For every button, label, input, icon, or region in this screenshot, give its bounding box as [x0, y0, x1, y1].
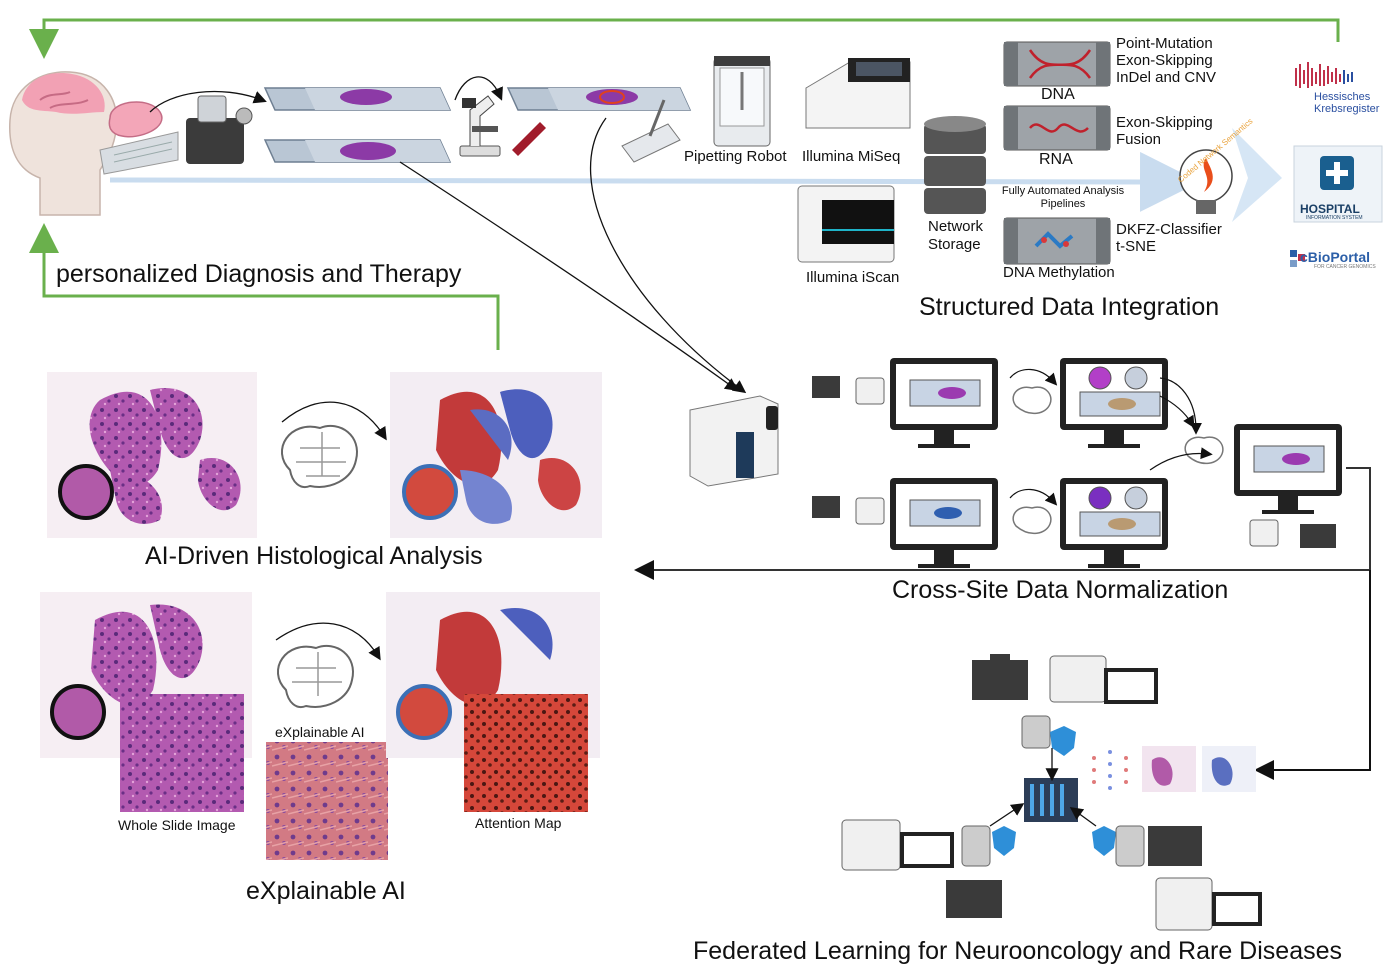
cbioportal-sublabel: FOR CANCER GENOMICS — [1314, 264, 1376, 270]
dna-result-indel-cnv: InDel and CNV — [1116, 69, 1217, 86]
hessisches-krebsregister-logo — [1295, 62, 1353, 88]
network-storage-icon — [924, 116, 986, 214]
title-personalized: personalized Diagnosis and Therapy — [56, 260, 462, 288]
dna-result-exon-skipping: Exon-Skipping — [1116, 52, 1213, 69]
pipetting-robot-icon — [713, 56, 771, 147]
patient-head-icon — [9, 71, 118, 216]
tissue-cassette-icon — [99, 101, 179, 175]
rna-label: RNA — [1039, 151, 1073, 168]
rna-result-fusion: Fusion — [1116, 131, 1162, 148]
hessisches-label-2: Krebsregister — [1314, 103, 1380, 115]
brain-ai-icon-2 — [276, 645, 354, 708]
attention-map-zoom — [464, 694, 588, 812]
slide-he-2 — [263, 139, 452, 163]
title-federated: Federated Learning for Neurooncology and… — [693, 937, 1342, 965]
title-structured: Structured Data Integration — [919, 293, 1220, 321]
illumina-miseq-label: Illumina MiSeq — [802, 148, 901, 165]
hospital-logo — [1293, 145, 1383, 223]
feedback-loop-arrow — [29, 18, 1340, 350]
hessisches-label-1: Hessisches — [1314, 91, 1371, 103]
pipelines-label-1: Fully Automated Analysis — [1001, 185, 1125, 197]
scalpel-tube-icon — [621, 99, 681, 163]
microtome-icon — [186, 95, 253, 164]
federated-network — [841, 654, 1262, 931]
illumina-miseq-icon — [805, 58, 911, 129]
wsi-he-1 — [47, 372, 257, 538]
slide-marked — [506, 87, 692, 111]
slide-he — [263, 87, 452, 111]
dna-label: DNA — [1041, 86, 1075, 103]
explainable-ai-small-label: eXplainable AI — [275, 724, 365, 740]
title-cross-site: Cross-Site Data Normalization — [892, 576, 1229, 604]
marker-pen-icon — [512, 122, 546, 156]
network-storage-label-2: Storage — [928, 236, 981, 253]
illumina-iscan-label: Illumina iScan — [806, 269, 900, 286]
whole-slide-image-label: Whole Slide Image — [118, 817, 236, 833]
title-histological: AI-Driven Histological Analysis — [145, 542, 483, 570]
cbioportal-label: cBioPortal — [1300, 249, 1371, 265]
brain-ai-icon-1 — [280, 425, 358, 488]
microscope-icon — [459, 95, 501, 157]
pipetting-robot-label: Pipetting Robot — [684, 148, 787, 165]
methylation-result-dkfz: DKFZ-Classifier — [1116, 221, 1222, 238]
network-storage-label-1: Network — [928, 218, 984, 235]
methylation-panel — [1003, 217, 1111, 265]
hospital-label: HOSPITAL — [1300, 202, 1360, 216]
hospital-sublabel: INFORMATION SYSTEM — [1306, 215, 1363, 221]
slide-scanner-icon — [689, 395, 779, 487]
rna-panel — [1003, 105, 1111, 151]
xai-overlay-zoom — [266, 742, 388, 860]
attention-map-label: Attention Map — [475, 815, 562, 831]
rna-result-exon-skipping: Exon-Skipping — [1116, 114, 1213, 131]
data-flow-arrow — [109, 128, 1282, 222]
title-explainable: eXplainable AI — [246, 877, 406, 905]
wsi-he-zoom — [120, 694, 244, 812]
illumina-iscan-icon — [797, 185, 895, 263]
cbioportal-logo — [1290, 250, 1305, 267]
cross-site-monitors — [812, 358, 1342, 568]
wsi-attention-1 — [390, 372, 602, 538]
methylation-result-tsne: t-SNE — [1116, 238, 1157, 255]
dna-panel — [1003, 41, 1111, 87]
dna-methylation-label: DNA Methylation — [1003, 264, 1115, 281]
dna-result-point-mutation: Point-Mutation — [1116, 35, 1213, 52]
pipelines-label-2: Pipelines — [1040, 198, 1086, 210]
lightbulb-icon — [1179, 149, 1233, 214]
